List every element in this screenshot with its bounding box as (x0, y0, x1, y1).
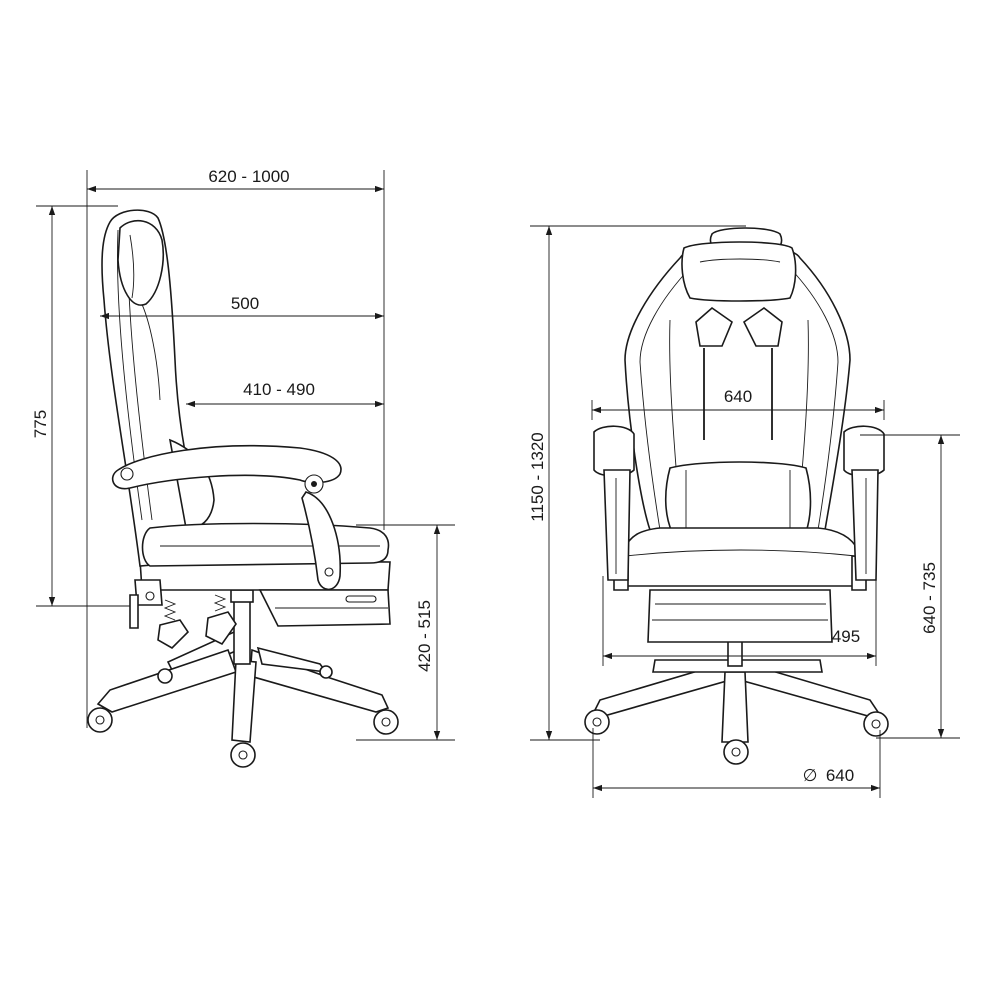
side-dimensions: 620 - 1000 500 410 - 490 775 420 - 515 (31, 167, 455, 741)
side-mechanism (129, 559, 391, 649)
front-dimensions: 640 1150 - 1320 640 - 735 495 ∅ 640 (528, 225, 960, 798)
front-backrest (624, 227, 851, 533)
front-footrest (647, 589, 833, 643)
dim-label-seat-depth: 410 - 490 (243, 380, 315, 399)
dim-label-seat-to-back: 500 (231, 294, 259, 313)
dim-label-seat-width: 495 (832, 627, 860, 646)
front-view: 640 1150 - 1320 640 - 735 495 ∅ 640 (528, 225, 960, 798)
side-armrest (111, 444, 342, 591)
dim-label-back-width: 640 (724, 387, 752, 406)
side-view: 620 - 1000 500 410 - 490 775 420 - 515 (31, 167, 455, 768)
side-backrest (101, 209, 215, 567)
dim-label-back-height: 775 (31, 410, 50, 438)
front-seat (613, 527, 867, 591)
diameter-symbol: ∅ (803, 766, 818, 785)
dim-label-base-diameter: 640 (826, 766, 854, 785)
front-base (584, 639, 889, 765)
dim-label-overall-depth: 620 - 1000 (208, 167, 289, 186)
side-seat (141, 522, 390, 567)
dim-label-armrest-height: 640 - 735 (920, 562, 939, 634)
side-base (87, 589, 399, 768)
dim-label-seat-height: 420 - 515 (415, 600, 434, 672)
dim-label-overall-height: 1150 - 1320 (528, 432, 547, 521)
